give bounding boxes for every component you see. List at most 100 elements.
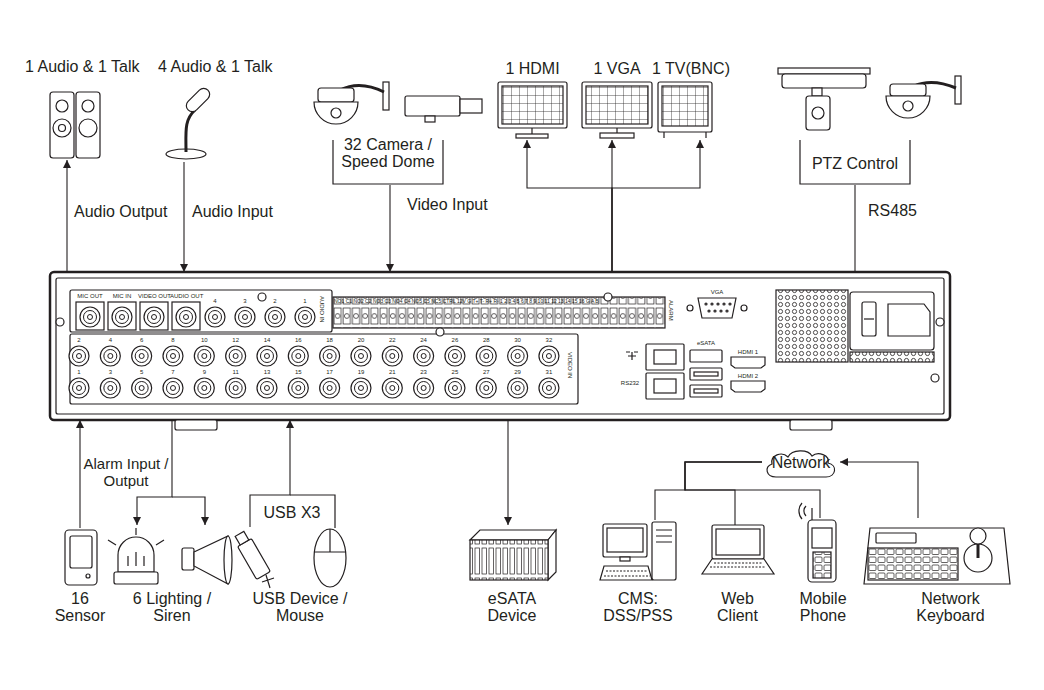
bnc-connector [476, 378, 496, 398]
mouse-icon [314, 529, 346, 587]
bnc-connector [88, 315, 93, 320]
ptz-camera-icon [812, 107, 824, 119]
bnc-connector [320, 346, 340, 366]
cms-computer-icon [600, 566, 652, 580]
monitor-icon [502, 86, 563, 124]
dvr-body [175, 420, 217, 430]
speed-dome-icon [314, 102, 358, 124]
dvr-body [436, 328, 444, 336]
cms-computer-icon [607, 528, 643, 552]
siren-icon [224, 536, 232, 584]
callout-number: 23 [416, 369, 432, 376]
network-keyboard-icon [970, 528, 986, 544]
dvr-body [690, 368, 722, 380]
bnc-connector [386, 350, 399, 363]
callout-number: 29 [510, 369, 526, 376]
speed-dome-icon [314, 82, 389, 124]
monitor-icon [531, 128, 532, 134]
bnc-connector [226, 378, 246, 398]
dvr-body [108, 302, 136, 330]
connector-line [527, 140, 612, 272]
dvr-body [731, 357, 765, 368]
callout-number: 17 [322, 369, 338, 376]
device-node: 1 VGA [578, 60, 656, 140]
microphone-icon [184, 86, 212, 114]
device-caption: Network Keyboard [903, 590, 998, 624]
device-caption: 1 HDMI [495, 60, 570, 77]
edge-label: RS485 [866, 202, 919, 219]
usb-stick-icon [262, 575, 274, 588]
callout-number: 21 [384, 369, 400, 376]
callout-number: 11 [228, 369, 244, 376]
dvr-body [50, 272, 950, 430]
cms-computer-icon [652, 522, 676, 580]
panel-port-label: RS232 [616, 380, 644, 387]
bnc-connector [515, 386, 520, 391]
bnc-connector [323, 350, 336, 363]
panel-port-label: ALARM [667, 300, 674, 321]
device-caption: 6 Lighting / Siren [114, 590, 230, 624]
sensor-icon [70, 536, 92, 568]
dvr-body [850, 352, 934, 362]
device-caption: 1 Audio & 1 Talk [25, 58, 155, 75]
device-caption: USB Device / Mouse [245, 590, 355, 624]
device-caption: 1 VGA [578, 60, 656, 77]
bnc-connector [194, 378, 214, 398]
dvr-body [654, 350, 676, 364]
bnc-connector [358, 354, 363, 359]
dvr-body [70, 290, 332, 332]
bnc-connector [257, 346, 277, 366]
device-caption: 4 Audio & 1 Talk [158, 58, 283, 75]
bnc-connector [484, 354, 489, 359]
speed-dome-icon [383, 82, 389, 110]
cloud-label: Network [762, 454, 840, 471]
bnc-connector [198, 382, 211, 395]
callout-number: 31 [541, 369, 557, 376]
cms-computer-icon [604, 571, 650, 576]
callout-number: 2 [267, 298, 283, 305]
bnc-connector [511, 350, 524, 363]
mobile-phone-icon [808, 520, 836, 582]
bnc-connector [508, 346, 528, 366]
ptz-dome-icon [890, 84, 926, 96]
device-node: 32 Camera / Speed Dome [305, 72, 490, 185]
device-node: Web Client [700, 525, 775, 624]
alarm-lighting-icon [114, 572, 158, 584]
bnc-connector [539, 346, 559, 366]
speaker-icon [79, 119, 97, 137]
bnc-connector [296, 354, 301, 359]
callout-number: 18 [322, 337, 338, 344]
bnc-connector [235, 307, 255, 327]
bnc-connector [448, 350, 461, 363]
bnc-connector [264, 386, 269, 391]
bnc-connector [354, 382, 367, 395]
bnc-connector [296, 386, 301, 391]
callout-number: 7 [165, 369, 181, 376]
bnc-connector [292, 350, 305, 363]
alarm-lighting-icon [118, 537, 154, 572]
bnc-connector [414, 346, 434, 366]
dvr-body [864, 318, 874, 319]
laptop-icon [716, 529, 760, 555]
device-caption: 32 Camera / Speed Dome [335, 136, 441, 170]
ptz-camera-icon [812, 88, 822, 96]
device-node: eSATA Device [462, 525, 562, 624]
device-node: 16 Sensor [50, 528, 110, 624]
alarm-lighting-icon [108, 528, 164, 584]
callout-number: 22 [384, 337, 400, 344]
bnc-connector [166, 382, 179, 395]
device-caption: Web Client [705, 590, 770, 624]
bnc-connector [288, 378, 308, 398]
bnc-connector [448, 382, 461, 395]
monitor-icon [616, 128, 617, 133]
panel-port-label: AUDIO OUT [170, 293, 202, 300]
sensor-icon [65, 530, 97, 585]
bnc-connector [351, 346, 371, 366]
connector-line [840, 462, 918, 518]
dvr-body [56, 278, 944, 414]
bnc-connector [229, 382, 242, 395]
bnc-connector [73, 382, 86, 395]
dvr-body [690, 385, 722, 397]
alarm-lighting-icon [128, 552, 144, 566]
